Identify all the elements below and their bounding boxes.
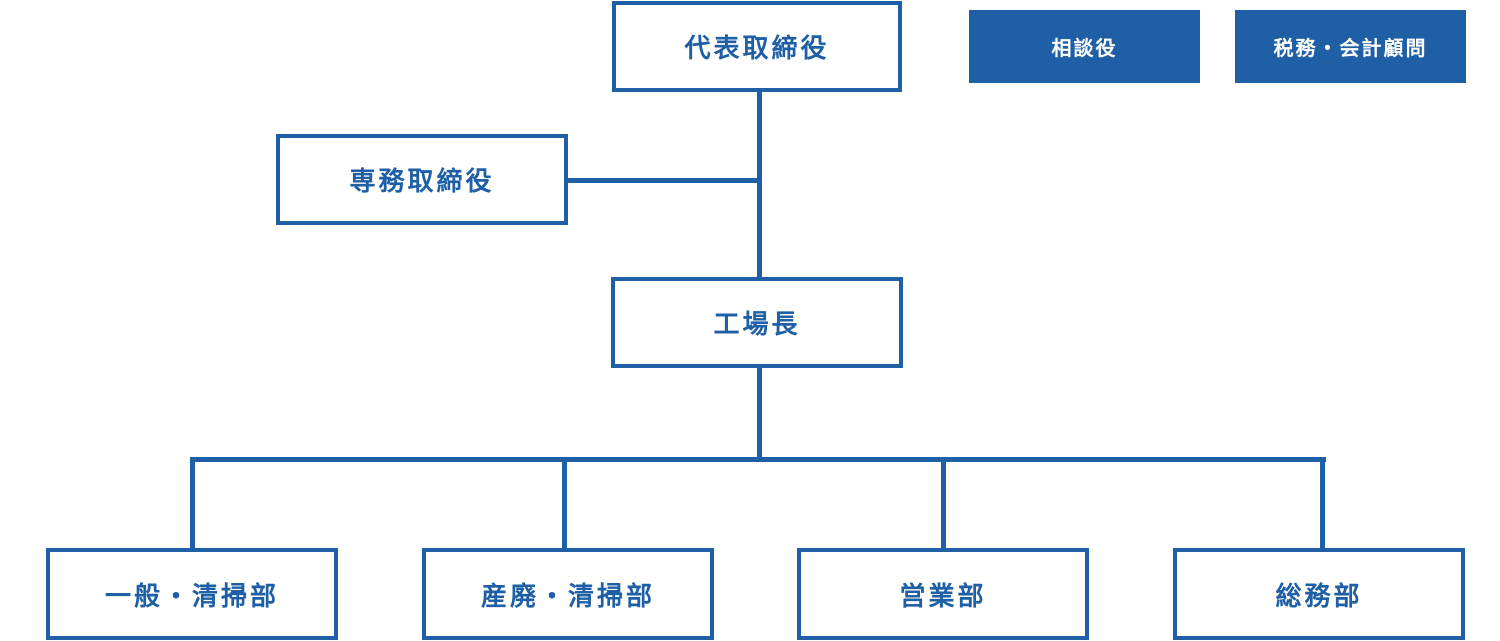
department-label: 営業部 [899,581,987,612]
managing-director-label: 専務取締役 [349,167,495,197]
plant-manager-label: 工場長 [713,310,801,340]
department-box-general-cleaning: 一般・清掃部 [46,548,338,640]
department-box-industrial-waste-cleaning: 産廃・清掃部 [422,548,714,640]
connector-president-to-plant-manager [757,90,762,279]
department-box-sales: 営業部 [797,548,1089,640]
department-box-general-affairs: 総務部 [1173,548,1465,640]
plant-manager-box: 工場長 [611,277,903,368]
president-label: 代表取締役 [684,34,830,64]
connector-department-1 [190,457,195,550]
connector-department-3 [941,457,946,550]
connector-department-4 [1320,457,1325,550]
president-box: 代表取締役 [612,1,902,92]
department-label: 一般・清掃部 [104,581,279,612]
department-label: 総務部 [1275,581,1363,612]
connector-managing-director-branch [566,178,762,183]
advisor-label: 相談役 [1051,36,1118,60]
connector-department-2 [562,457,567,550]
connector-department-bus [190,457,1326,462]
tax-accounting-advisor-box: 税務・会計顧問 [1235,10,1466,83]
tax-accounting-advisor-label: 税務・会計顧問 [1273,36,1428,60]
connector-plant-manager-down [757,366,762,462]
managing-director-box: 専務取締役 [276,134,568,225]
advisor-box: 相談役 [969,10,1200,83]
department-label: 産廃・清掃部 [480,581,655,612]
